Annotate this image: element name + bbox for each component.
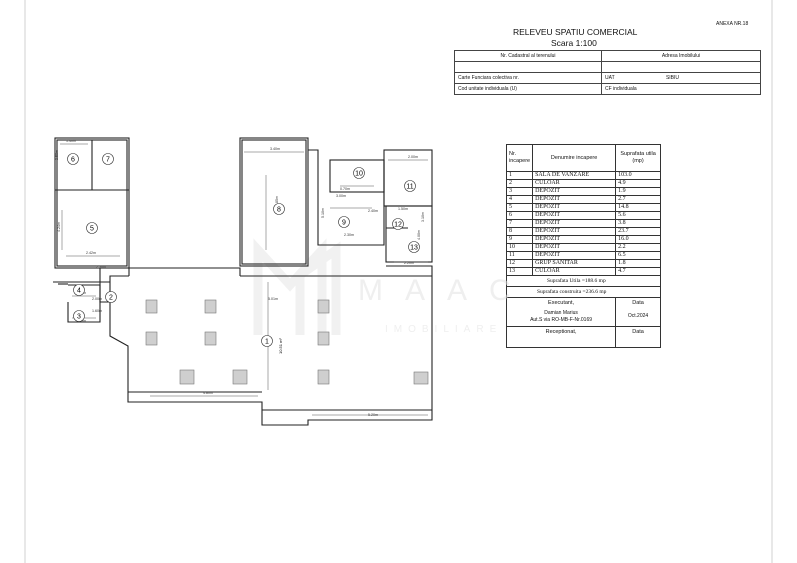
dimension-label: 2.20m (404, 261, 414, 265)
cf-individuala-label: CF individuala (601, 83, 761, 95)
room-number: 3 (77, 313, 81, 320)
document-title: RELEVEU SPATIU COMERCIAL (513, 27, 638, 37)
room-number: 8 (277, 206, 281, 213)
room-number: 1 (265, 338, 269, 345)
columns (145, 299, 429, 385)
executant-date: Oct.2024 (627, 313, 649, 319)
room-number: 13 (410, 244, 418, 251)
executant-cell: Executant, Damian Marius Aut.S via RO-MB… (505, 297, 617, 327)
dimension-label: 2.50m (96, 265, 106, 269)
room-marker-circle (102, 153, 114, 165)
data-label: Data (632, 300, 644, 306)
room-number: 9 (342, 219, 346, 226)
executant-label: Executant, (548, 300, 575, 306)
dimension-label: 3.10m (421, 212, 425, 222)
room-number: 7 (106, 156, 110, 163)
room-number: 5 (90, 225, 94, 232)
annex-number: ANEXA NR.18 (716, 21, 749, 27)
room-marker-circle (353, 167, 365, 179)
dimension-label: 1.40m (66, 139, 76, 143)
room-1-area-label: 10.51 m² (278, 338, 283, 354)
watermark: MAAC IMOBILIARE (253, 238, 533, 335)
right-frame-edge (771, 0, 773, 563)
room-number: 10 (355, 170, 363, 177)
executant-aut: Aut.S via RO-MB-F-Nr.0169 (530, 317, 593, 323)
plan-walls (53, 137, 433, 426)
executant-name: Damian Marius (544, 310, 578, 316)
dimension-label: 4.80m (203, 391, 213, 395)
dimension-label: 2.30m (344, 233, 354, 237)
room-marker-circle (73, 284, 85, 296)
room-number: 12 (394, 221, 402, 228)
dimension-label: 2.40m (368, 209, 378, 213)
room-marker-circle (338, 216, 350, 228)
dimension-label: 3.50m (55, 150, 59, 160)
room-marker-circle (408, 241, 420, 253)
uat-label: UAT (605, 75, 615, 81)
room-number: 2 (109, 294, 113, 301)
dimension-label: 2.00m (408, 155, 418, 159)
room-marker-circle (67, 153, 79, 165)
dimension-label: 1.50m (398, 207, 408, 211)
dimension-label: 5.10m (321, 208, 325, 218)
uat-value: SIBIU (665, 75, 679, 81)
executant-data-cell: Data Oct.2024 (615, 297, 661, 327)
dimension-label: 3.40m (270, 147, 280, 151)
dimension-label: 3.00m (336, 194, 346, 198)
room-marker-circle (404, 180, 416, 192)
dimension-lines (60, 143, 428, 416)
dimension-label: 5.20m (368, 413, 378, 417)
cadastral-header-table: Nr. Cadastral al terenului Adresa Imobil… (454, 50, 761, 95)
watermark-text: MAAC (358, 274, 533, 307)
dimension-label: 4.24m (57, 222, 61, 232)
dimension-label: 1.60m (92, 309, 102, 313)
room-marker-circle (273, 203, 285, 215)
room-marker-circle (261, 335, 273, 347)
dimension-label: 0.70m (340, 187, 350, 191)
watermark-subtext: IMOBILIARE (385, 324, 502, 335)
receptionat-data-label: Data (615, 326, 661, 348)
rooms-table: Nr. incapere Denumire incapere Suprafata… (505, 144, 661, 348)
room-marker-circle (86, 222, 98, 234)
room-marker-circle (105, 291, 117, 303)
room-number: 4 (77, 287, 81, 294)
room-number: 11 (406, 183, 413, 190)
room-marker-circle (73, 310, 85, 322)
room-number: 6 (71, 156, 75, 163)
dimension-label: 4.00m (417, 230, 421, 240)
receptionat-label: Receptionat, (505, 326, 617, 348)
col-name-header: Denumire incapere (532, 144, 617, 172)
dimension-label: 5.01m (268, 297, 278, 301)
dimension-label: 2.85m (275, 196, 279, 206)
left-frame-edge (24, 0, 26, 563)
watermark-logo-shape (253, 238, 341, 335)
room-marker-circle (392, 218, 404, 230)
dimension-label: 2.42m (86, 251, 96, 255)
col-area-header: Suprafata utila (mp) (615, 144, 661, 172)
dimension-label: 2.00m (92, 297, 102, 301)
document-scale: Scara 1:100 (551, 38, 597, 48)
